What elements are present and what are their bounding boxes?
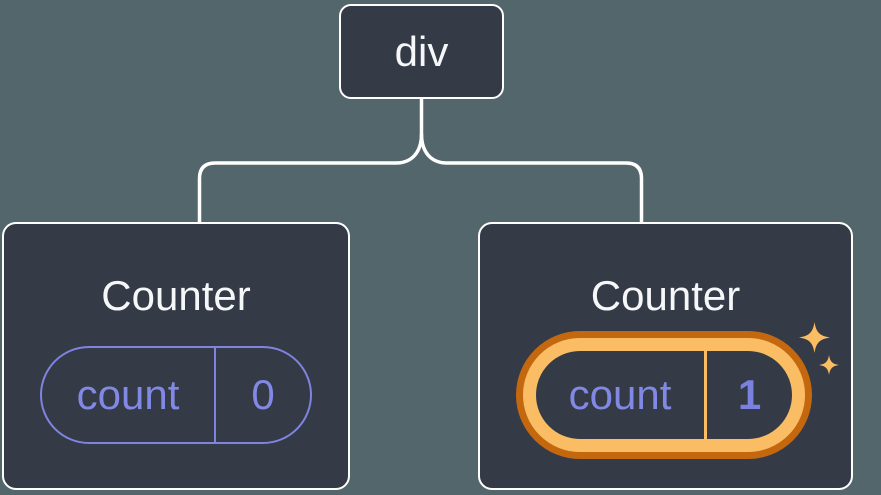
counter-left-title: Counter (101, 272, 251, 319)
sparkle-icon-large (799, 322, 830, 353)
sparkle-icon-small (819, 355, 839, 375)
root-node-label: div (394, 27, 449, 75)
state-pill-right-highlighted: count 1 (516, 331, 812, 459)
state-pill-left: count 0 (40, 346, 312, 444)
counter-right-title: Counter (590, 272, 741, 319)
state-pill-right-inner: count 1 (536, 351, 792, 439)
state-value-right: 1 (737, 371, 762, 418)
state-key-right: count (536, 351, 707, 439)
connector-left-branch (197, 133, 424, 222)
connector-right-branch (419, 133, 644, 222)
counter-card-left: Counter count 0 (2, 222, 350, 490)
state-value-left: 0 (251, 371, 275, 418)
state-key-left: count (42, 348, 216, 442)
counter-card-right: Counter count 1 (478, 222, 853, 490)
root-node-div: div (339, 4, 504, 99)
